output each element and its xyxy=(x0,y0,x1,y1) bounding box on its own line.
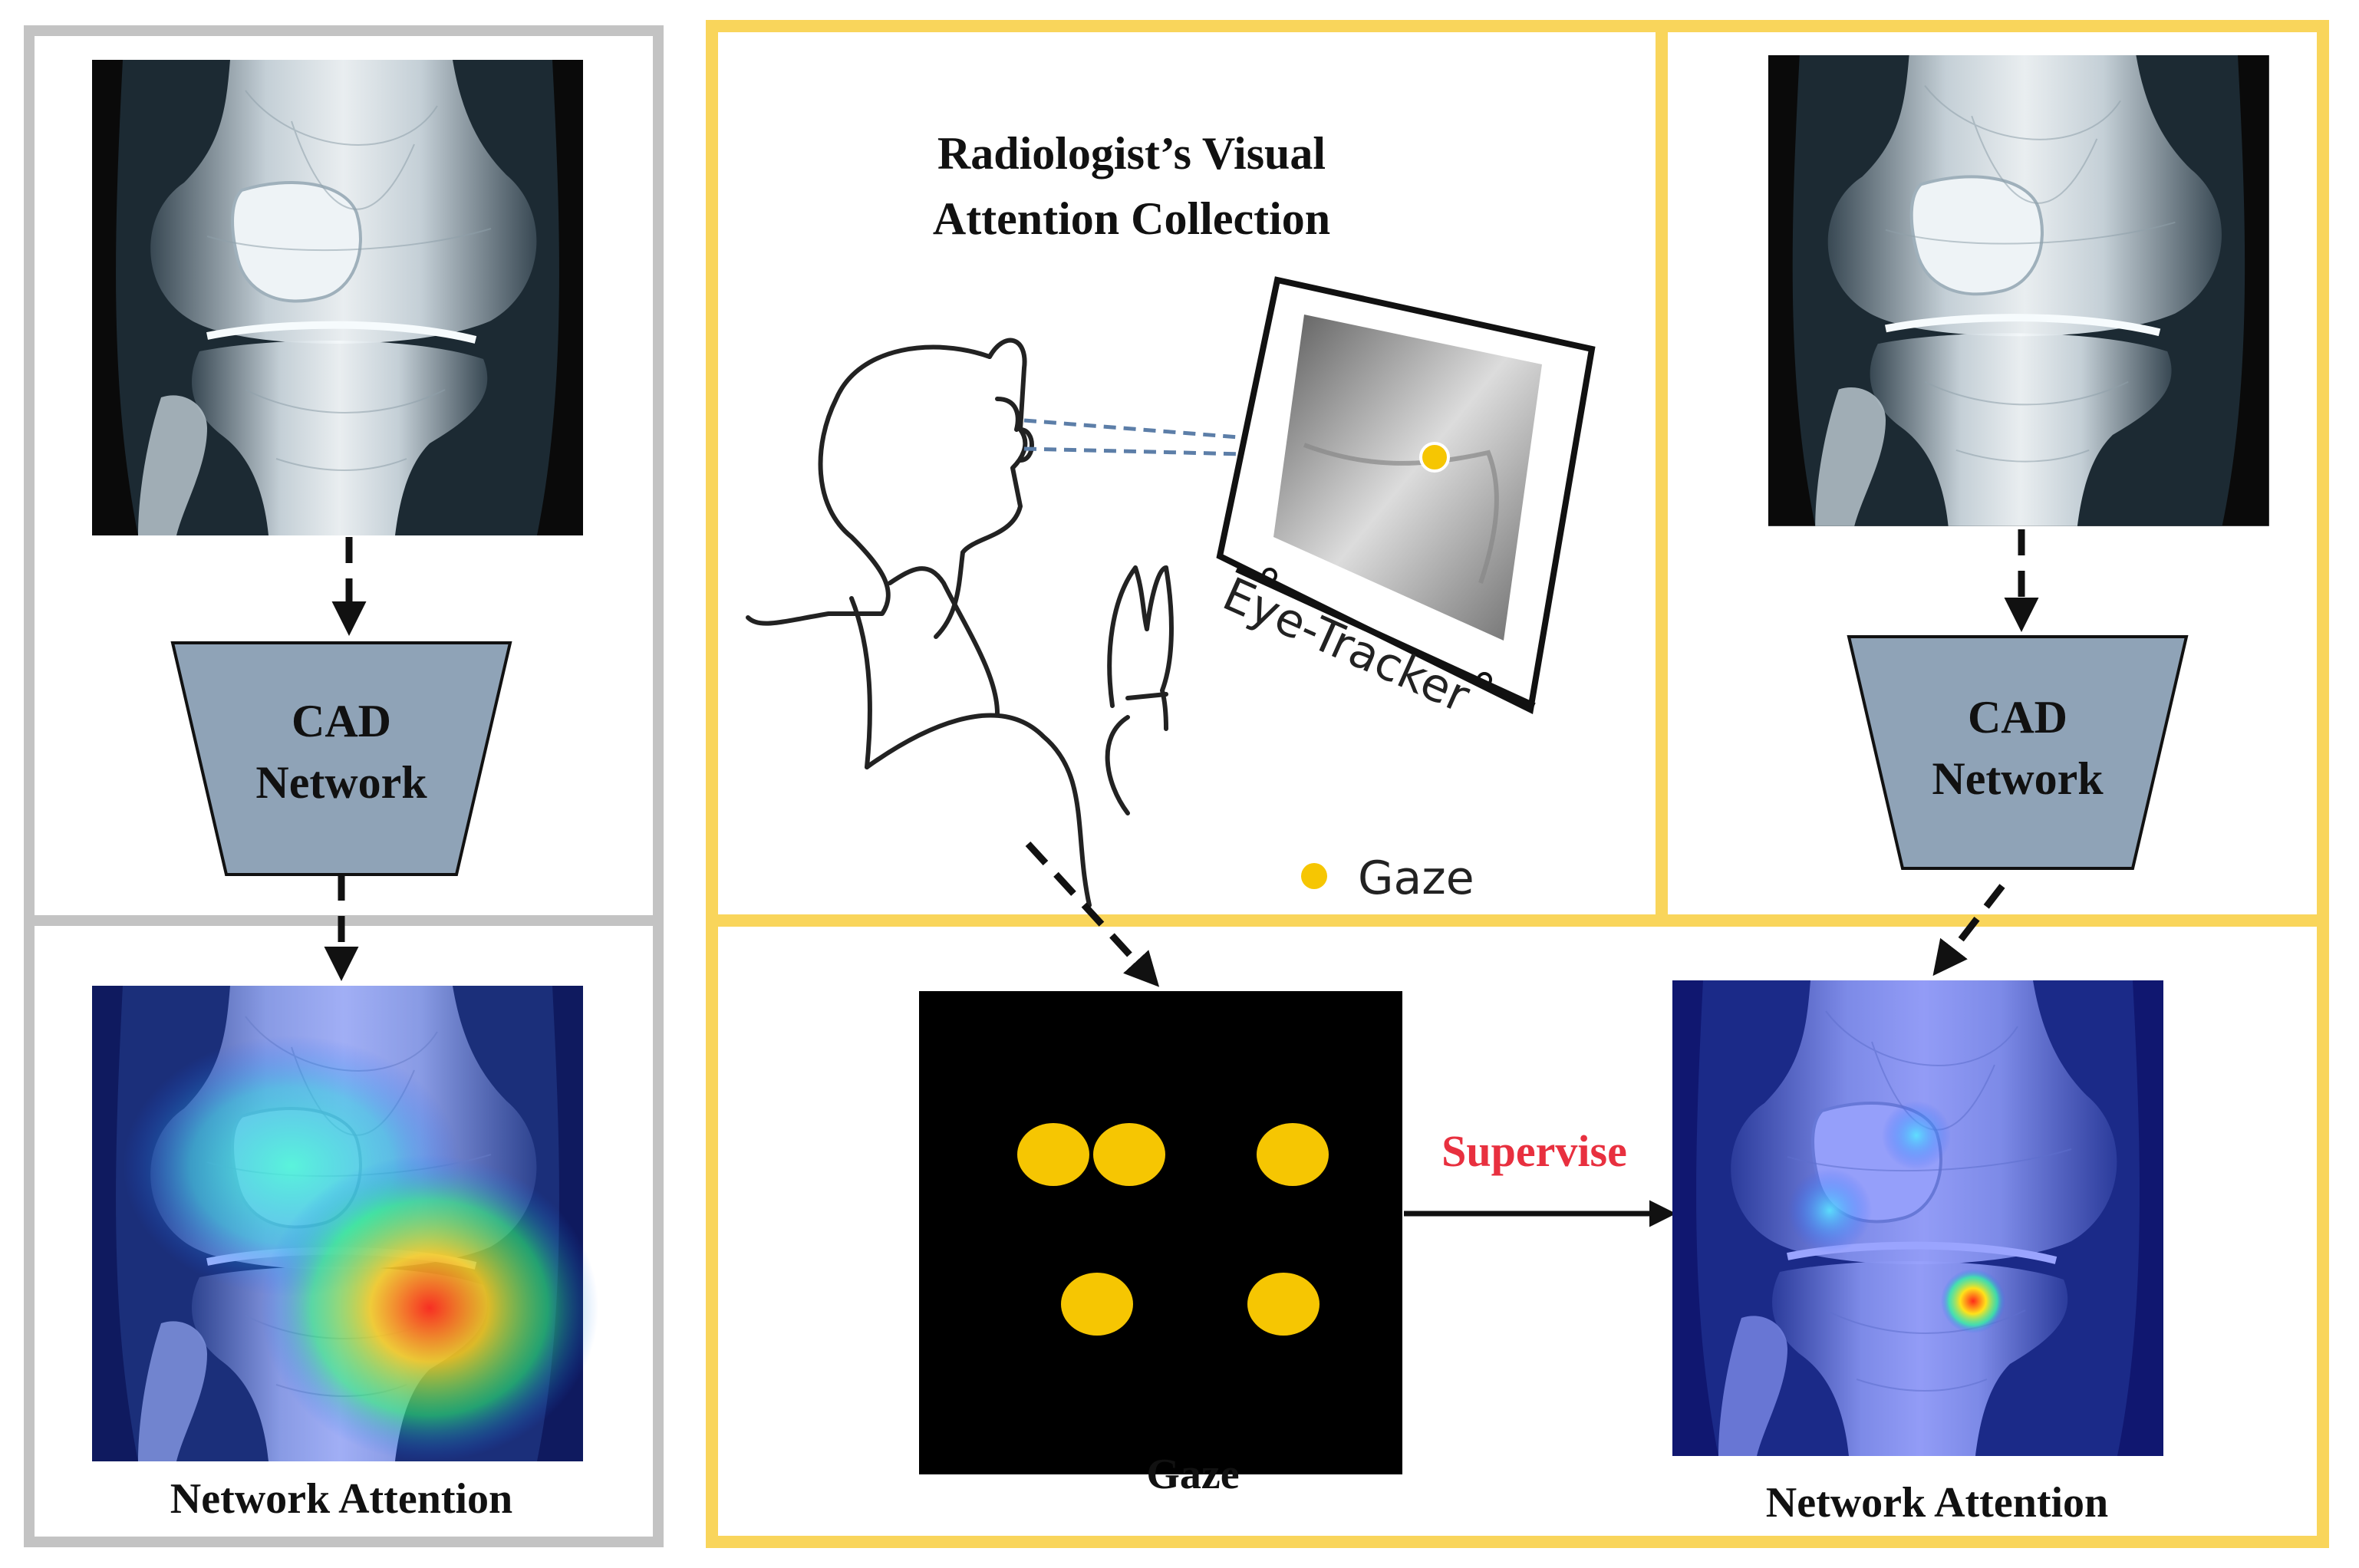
supervise-label: Supervise xyxy=(1441,1126,1627,1176)
right-cad-label-line1: CAD xyxy=(1968,692,2067,743)
gaze-map-dot xyxy=(1017,1123,1089,1186)
gaze-point xyxy=(1419,442,1450,473)
right-cad-network: CAD Network xyxy=(1847,635,2189,870)
right-network-attention-caption: Network Attention xyxy=(1766,1479,2108,1527)
gaze-map-dot xyxy=(1061,1273,1133,1336)
left-attention-heatmap xyxy=(92,986,598,1461)
right-arrow-cad-to-attention xyxy=(1932,884,2005,977)
right-cad-label-line2: Network xyxy=(1932,753,2104,804)
right-attention-heatmap xyxy=(1672,980,2163,1456)
left-cad-label-line1: CAD xyxy=(292,696,391,746)
collection-title-line2: Attention Collection xyxy=(933,193,1330,244)
left-network-attention-caption: Network Attention xyxy=(170,1475,512,1523)
left-knee-xray xyxy=(92,60,583,535)
left-cad-label-line2: Network xyxy=(255,757,427,808)
gaze-legend-label: Gaze xyxy=(1358,852,1474,905)
right-knee-xray xyxy=(1768,55,2269,526)
gaze-map xyxy=(919,991,1402,1474)
right-panel-frame xyxy=(706,20,2329,1548)
gaze-map-dot xyxy=(1247,1273,1320,1336)
gaze-map-dot xyxy=(1093,1123,1165,1186)
gaze-map-caption: Gaze xyxy=(1146,1451,1239,1498)
eye-tracker-monitor-icon xyxy=(1216,276,1596,714)
arrow-collection-to-gaze xyxy=(1025,841,1160,987)
radiologist-silhouette-icon xyxy=(746,338,1174,908)
left-panel-frame xyxy=(24,25,664,1547)
collection-title-line1: Radiologist’s Visual xyxy=(937,128,1326,179)
gaze-legend-dot xyxy=(1301,863,1327,889)
gaze-map-dot xyxy=(1257,1123,1329,1186)
left-cad-network: CAD Network xyxy=(170,641,512,876)
